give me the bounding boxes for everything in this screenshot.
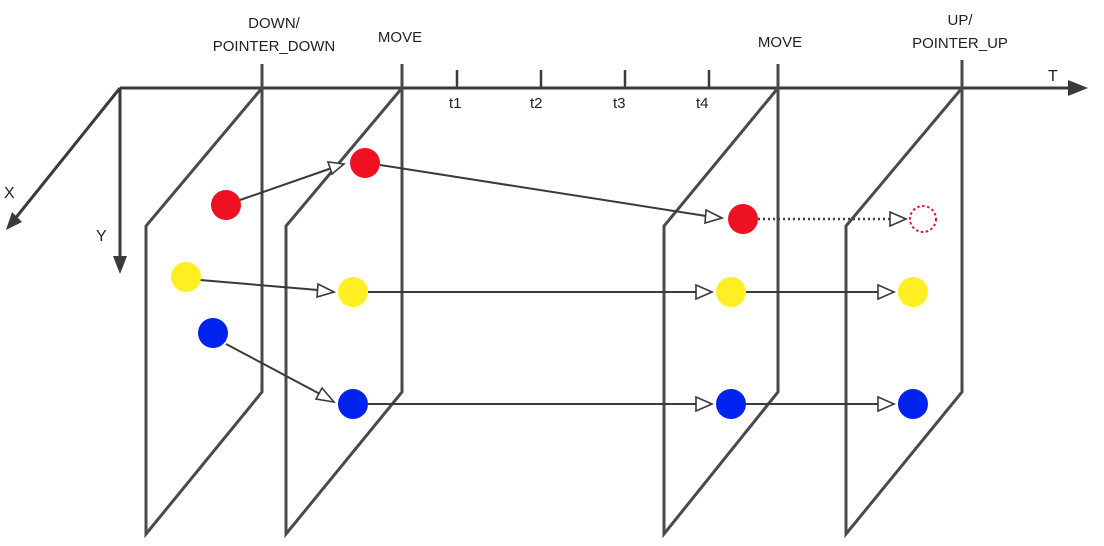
red-arrowhead-1 xyxy=(326,161,346,176)
blue-pointer-up xyxy=(898,389,928,419)
x-axis-label: X xyxy=(4,185,15,202)
plane-up xyxy=(844,60,964,539)
plane-move-1 xyxy=(284,64,404,539)
yellow-pointer-move-2 xyxy=(716,277,746,307)
yellow-arrowhead-2 xyxy=(695,283,714,301)
red-pointer-move-2 xyxy=(728,204,758,234)
event-labels: DOWN/ POINTER_DOWN MOVE MOVE UP/ POINTER… xyxy=(213,12,1008,55)
yellow-pointer-move-1 xyxy=(338,277,368,307)
tick-label-t3: t3 xyxy=(613,95,626,112)
tick-label-t2: t2 xyxy=(530,95,543,112)
blue-arrowhead-3 xyxy=(877,395,896,413)
plane-move-2 xyxy=(662,64,780,539)
blue-pointer-move-2 xyxy=(716,389,746,419)
pointer-paths xyxy=(199,161,908,413)
pointer-dots xyxy=(171,148,937,419)
red-arrowhead-3 xyxy=(889,210,908,228)
red-pointer-up-ghost xyxy=(909,205,937,233)
red-path-1 xyxy=(239,167,333,201)
red-path-2 xyxy=(379,164,707,217)
plane-down xyxy=(144,64,264,539)
event-down-label-line2: POINTER_DOWN xyxy=(213,38,336,55)
x-axis-line xyxy=(12,87,122,221)
yellow-pointer-down xyxy=(171,262,201,292)
blue-pointer-down xyxy=(198,318,228,348)
blue-path-1 xyxy=(225,343,321,395)
tick-label-t4: t4 xyxy=(696,95,709,112)
y-axis-label: Y xyxy=(96,228,107,245)
red-pointer-move-1 xyxy=(350,148,380,178)
event-planes xyxy=(144,60,964,539)
x-axis-arrowhead xyxy=(6,212,22,230)
yellow-arrowhead-3 xyxy=(877,283,896,301)
event-down-label-line1: DOWN/ xyxy=(248,15,300,32)
tick-label-t1: t1 xyxy=(449,95,462,112)
t-axis-arrowhead xyxy=(1068,80,1088,96)
event-move-2-label: MOVE xyxy=(758,34,802,51)
t-axis-label: T xyxy=(1048,68,1058,85)
event-up-label-line1: UP/ xyxy=(947,12,973,29)
yellow-path-1 xyxy=(199,279,319,291)
blue-arrowhead-1 xyxy=(314,386,337,404)
event-up-label-line2: POINTER_UP xyxy=(912,35,1008,52)
blue-arrowhead-2 xyxy=(695,395,714,413)
yellow-pointer-up xyxy=(898,277,928,307)
time-ticks: t1 t2 t3 t4 xyxy=(449,70,711,112)
red-arrowhead-2 xyxy=(704,208,725,225)
axes: T X Y xyxy=(4,68,1088,274)
blue-pointer-move-1 xyxy=(338,389,368,419)
red-pointer-down xyxy=(211,190,241,220)
y-axis-arrowhead xyxy=(113,256,127,274)
yellow-arrowhead-1 xyxy=(316,282,337,299)
event-move-1-label: MOVE xyxy=(378,29,422,46)
